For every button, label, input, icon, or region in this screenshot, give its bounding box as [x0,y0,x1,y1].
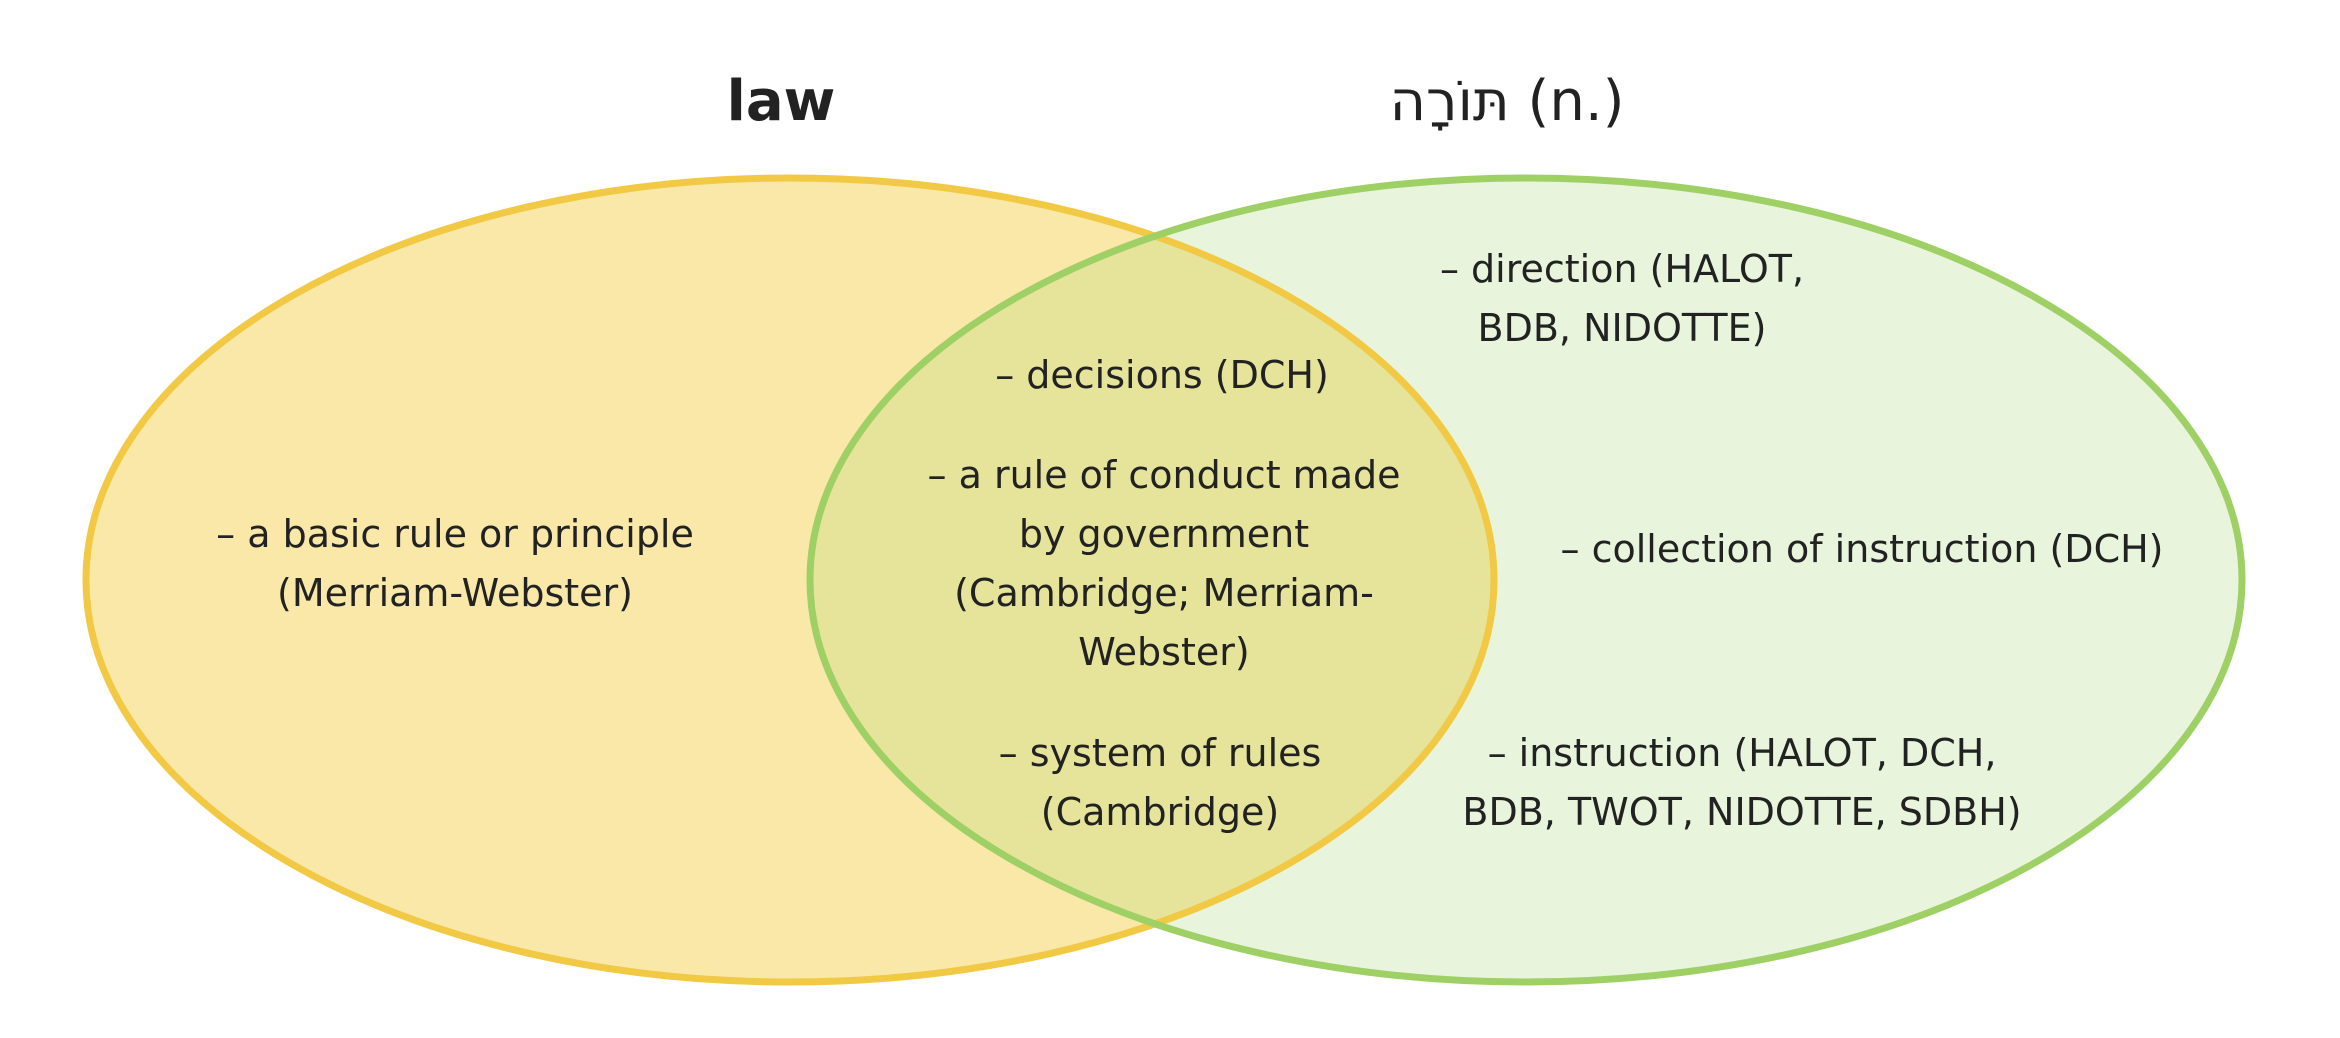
overlap-definition-rule-of-conduct: – a rule of conduct made by government (… [927,453,1401,674]
torah-ellipse-outline [806,174,2246,986]
torah-definition-direction: – direction (HALOT, BDB, NIDOTTE) [1439,247,1805,350]
torah-set-title: תּוֹרָה (n.) [1389,69,1625,134]
overlap-definition-decisions: – decisions (DCH) [995,353,1329,397]
law-definition-basic-rule: – a basic rule or principle (Merriam-Web… [216,512,694,615]
law-ellipse-outline [82,174,1498,986]
overlap-definition-system-of-rules: – system of rules (Cambridge) [998,731,1322,834]
overlap-region [810,178,1494,982]
law-set-title: law [726,69,836,134]
torah-definition-collection: – collection of instruction (DCH) [1560,527,2164,571]
torah-definition-instruction: – instruction (HALOT, DCH, BDB, TWOT, NI… [1462,731,2022,834]
